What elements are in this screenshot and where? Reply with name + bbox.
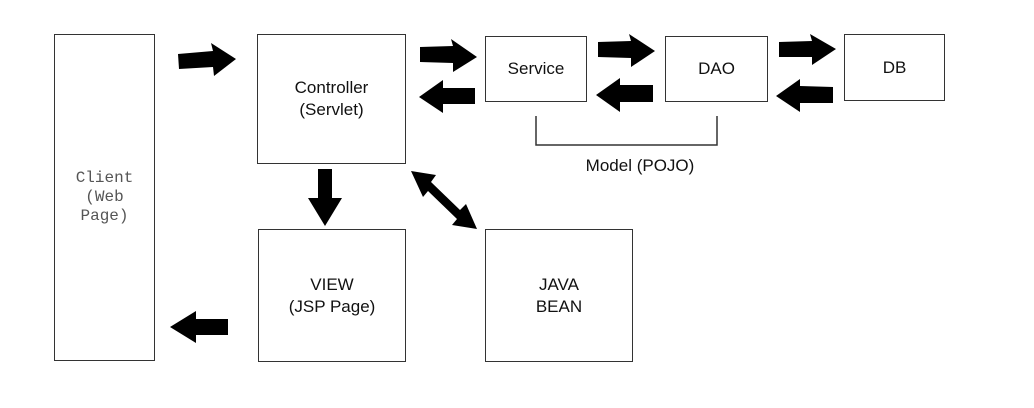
arrow-view-to-client <box>170 311 228 343</box>
arrow-controller-javabean <box>411 171 477 229</box>
db-label: DB <box>882 57 907 77</box>
controller-node: Controller (Servlet) <box>257 34 406 164</box>
arrow-controller-to-service <box>420 39 477 72</box>
model-bracket <box>535 116 718 146</box>
service-label: Service <box>507 59 565 78</box>
model-group-label: Model (POJO) <box>585 156 695 175</box>
controller-label: Controller (Servlet) <box>294 78 369 119</box>
arrow-dao-to-db <box>779 34 836 65</box>
arrow-db-to-dao <box>776 79 833 112</box>
dao-node: DAO <box>665 36 768 102</box>
client-node: Client (Web Page) <box>54 34 155 361</box>
javabean-node: JAVA BEAN <box>485 229 633 362</box>
arrow-service-to-dao <box>598 34 655 67</box>
view-label: VIEW (JSP Page) <box>288 274 376 316</box>
db-node: DB <box>844 34 945 101</box>
arrow-service-to-controller <box>419 80 475 113</box>
arrow-client-to-controller <box>178 43 236 76</box>
service-node: Service <box>485 36 587 102</box>
arrow-controller-to-view <box>308 169 342 226</box>
view-node: VIEW (JSP Page) <box>258 229 406 362</box>
arrow-dao-to-service <box>596 78 653 112</box>
client-label: Client (Web Page) <box>75 169 134 225</box>
javabean-label: JAVA BEAN <box>535 274 583 316</box>
dao-label: DAO <box>698 59 735 78</box>
